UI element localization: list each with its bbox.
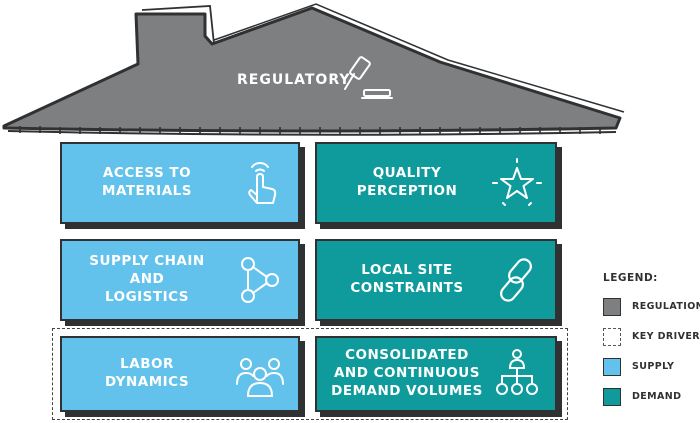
hierarchy-icon [489,346,545,402]
legend-swatch-supply [603,358,621,376]
legend-item-regulation: REGULATION [603,298,700,328]
access-to-materials-label: ACCESS TO MATERIALS [102,165,192,199]
legend-label-regulation: REGULATION [632,301,700,312]
legend-swatch-demand [603,388,621,406]
people-group-icon [232,346,288,402]
access-to-materials-box: ACCESS TO MATERIALS [60,142,300,224]
legend: LEGEND: REGULATION KEY DRIVERS SUPPLY DE… [603,272,700,418]
network-nodes-icon [232,252,288,308]
legend-title: LEGEND: [603,272,658,284]
supply-chain-label: SUPPLY CHAIN AND LOGISTICS [89,253,205,305]
consolidated-demand-box: CONSOLIDATED AND CONTINUOUS DEMAND VOLUM… [315,336,557,412]
legend-item-supply: SUPPLY [603,358,700,388]
star-icon [489,155,545,211]
local-site-constraints-label: LOCAL SITE CONSTRAINTS [350,262,464,296]
supply-chain-box: SUPPLY CHAIN AND LOGISTICS [60,239,300,321]
legend-swatch-regulation [603,298,621,316]
local-site-constraints-box: LOCAL SITE CONSTRAINTS [315,239,557,321]
chain-link-icon [489,252,545,308]
legend-label-key-drivers: KEY DRIVERS [632,331,700,342]
quality-perception-box: QUALITY PERCEPTION [315,142,557,224]
quality-perception-label: QUALITY PERCEPTION [356,165,458,199]
key-drivers-frame [52,328,568,420]
tap-hand-icon [232,155,288,211]
labor-dynamics-label: LABOR DYNAMICS [104,356,190,390]
gavel-icon [344,56,393,99]
legend-item-demand: DEMAND [603,388,700,418]
legend-label-demand: DEMAND [632,391,682,402]
consolidated-demand-label: CONSOLIDATED AND CONTINUOUS DEMAND VOLUM… [331,347,483,399]
legend-label-supply: SUPPLY [632,361,675,372]
roof-label: REGULATORY [237,72,351,88]
legend-swatch-key-drivers [603,328,621,346]
labor-dynamics-box: LABOR DYNAMICS [60,336,300,412]
regulatory-roof [2,3,625,136]
legend-item-key-drivers: KEY DRIVERS [603,328,700,358]
